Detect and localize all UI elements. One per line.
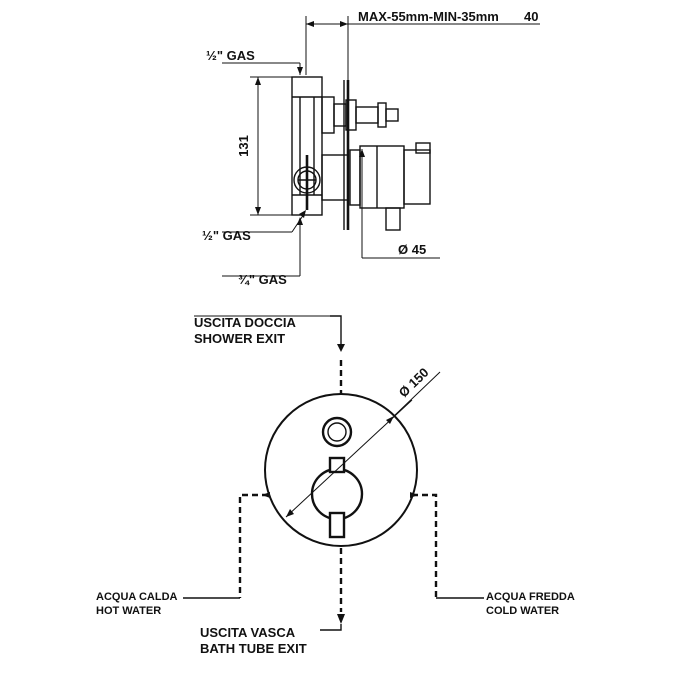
height-dimension-line	[250, 76, 292, 216]
diverter-knob	[321, 416, 353, 448]
right-inlet-label-line2: COLD WATER	[486, 605, 559, 617]
valve-body	[291, 76, 335, 216]
bottom-connection-label: ½" GAS	[202, 228, 251, 243]
lower-connection-label: ¾" GAS	[238, 272, 287, 287]
front-view: Ø 150 USCITA DOCCIA SHOWER EXIT USCITA V…	[96, 315, 575, 656]
depth-dimension-line	[305, 16, 540, 80]
handle-diameter-dimension	[359, 149, 440, 259]
mixer-cartridge	[321, 142, 431, 231]
right-inlet-leader	[410, 492, 484, 599]
side-view: MAX-55mm-MIN-35mm 40 ½" GAS 131	[202, 9, 540, 287]
top-connection-label: ½" GAS	[206, 48, 255, 63]
body-port	[293, 155, 321, 210]
plate-dimension-label: 40	[524, 9, 538, 24]
plate-diameter-label: Ø 150	[396, 365, 432, 400]
bottom-exit-leader	[320, 548, 345, 631]
diverter-stem	[333, 99, 399, 131]
left-inlet-leader	[183, 492, 270, 599]
height-dimension-label: 131	[236, 135, 251, 157]
top-exit-label-line1: USCITA DOCCIA	[194, 315, 296, 330]
handle-diameter-label: Ø 45	[398, 242, 426, 257]
bottom-exit-label-line1: USCITA VASCA	[200, 625, 296, 640]
top-exit-label-line2: SHOWER EXIT	[194, 331, 285, 346]
bottom-exit-label-line2: BATH TUBE EXIT	[200, 641, 307, 656]
plate-diameter-line	[285, 371, 441, 518]
top-exit-leader	[194, 315, 345, 394]
right-inlet-label-line1: ACQUA FREDDA	[486, 591, 575, 603]
left-inlet-label-line2: HOT WATER	[96, 605, 161, 617]
left-inlet-label-line1: ACQUA CALDA	[96, 591, 178, 603]
depth-dimension-label: MAX-55mm-MIN-35mm	[358, 9, 499, 24]
